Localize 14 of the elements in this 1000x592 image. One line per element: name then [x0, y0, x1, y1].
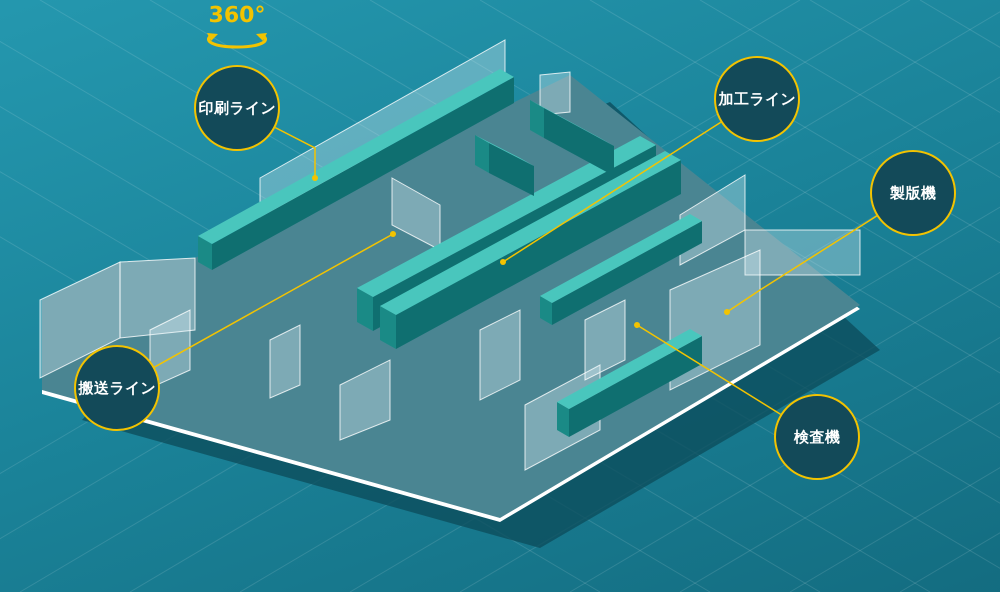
- callout-label: 印刷ライン: [198, 98, 276, 118]
- callout-label: 検査機: [794, 428, 840, 446]
- leader-line: [154, 231, 396, 368]
- leader-line: [724, 215, 878, 315]
- callout-label: 製版機: [890, 184, 936, 202]
- leader-line: [274, 126, 318, 181]
- callout-label: 搬送ライン: [78, 378, 156, 398]
- rotation-label: 360°: [208, 5, 266, 27]
- callout-circle: [714, 56, 800, 142]
- leader-line: [634, 322, 781, 415]
- callout-circle: [774, 394, 860, 480]
- callout-circle: [870, 150, 956, 236]
- leader-line: [500, 122, 722, 265]
- callout-label: 加工ライン: [718, 90, 796, 108]
